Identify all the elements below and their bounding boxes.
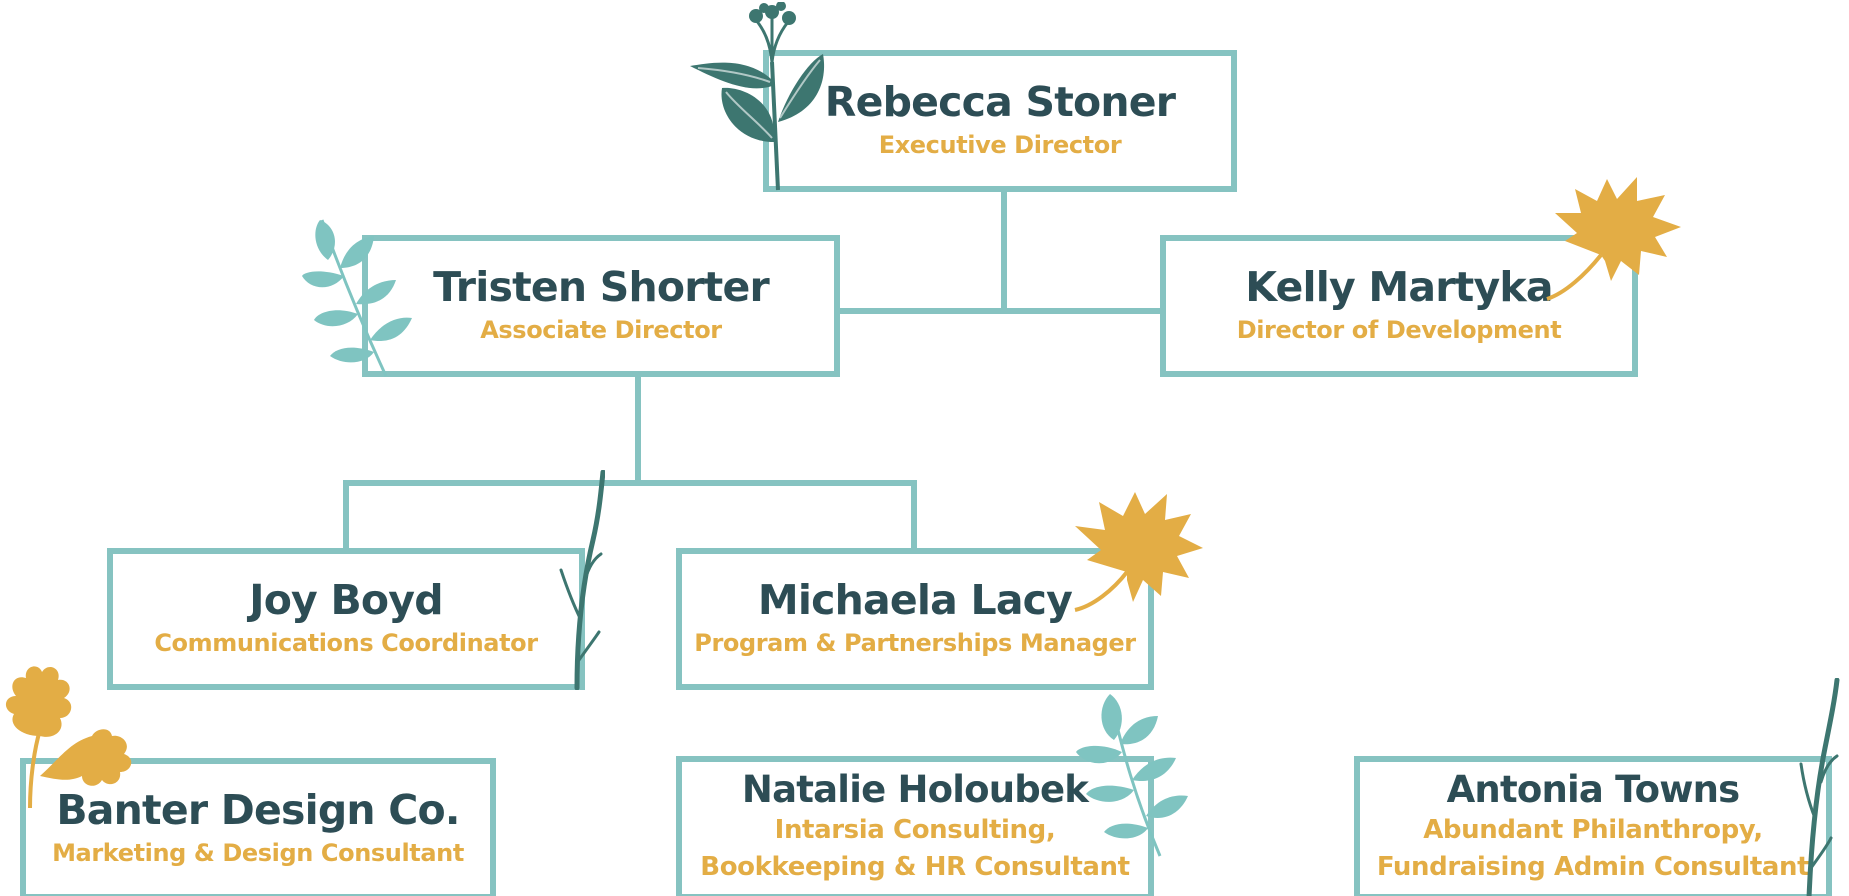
- node-name: Michaela Lacy: [757, 576, 1073, 625]
- node-antonia-towns: Antonia Towns Abundant Philanthropy, Fun…: [1354, 756, 1832, 896]
- fern-leaf-icon: [1076, 694, 1188, 857]
- node-name: Rebecca Stoner: [824, 78, 1176, 127]
- node-name: Kelly Martyka: [1245, 263, 1553, 312]
- node-kelly-martyka: Kelly Martyka Director of Development: [1160, 235, 1638, 377]
- node-role-line1: Abundant Philanthropy,: [1423, 814, 1763, 845]
- node-role: Program & Partnerships Manager: [694, 628, 1136, 657]
- node-name: Natalie Holoubek: [741, 768, 1089, 812]
- node-rebecca-stoner: Rebecca Stoner Executive Director: [763, 50, 1237, 192]
- node-joy-boyd: Joy Boyd Communications Coordinator: [107, 548, 585, 690]
- node-tristen-shorter: Tristen Shorter Associate Director: [362, 235, 840, 377]
- node-name: Banter Design Co.: [56, 786, 460, 835]
- node-natalie-holoubek: Natalie Holoubek Intarsia Consulting, Bo…: [676, 756, 1154, 896]
- node-role: Director of Development: [1236, 315, 1562, 344]
- node-role-line1: Intarsia Consulting,: [774, 814, 1056, 845]
- node-role-line2: Fundraising Admin Consultant: [1376, 852, 1810, 883]
- node-name: Antonia Towns: [1446, 768, 1741, 812]
- node-name: Joy Boyd: [249, 576, 443, 625]
- node-role-line2: Bookkeeping & HR Consultant: [700, 852, 1130, 883]
- maple-leaf-icon: [1546, 177, 1681, 301]
- fern-leaf-icon: [302, 219, 412, 377]
- node-role: Associate Director: [480, 315, 722, 344]
- node-role: Communications Coordinator: [154, 628, 538, 657]
- node-role: Executive Director: [878, 130, 1122, 159]
- node-name: Tristen Shorter: [433, 263, 770, 312]
- twig-icon: [559, 470, 605, 690]
- maple-leaf-icon: [1074, 492, 1203, 612]
- oak-leaf-icon: [5, 666, 132, 809]
- twig-icon: [1799, 678, 1840, 896]
- flower-sprig-icon: [690, 2, 825, 191]
- node-michaela-lacy: Michaela Lacy Program & Partnerships Man…: [676, 548, 1154, 690]
- node-role: Marketing & Design Consultant: [52, 838, 464, 867]
